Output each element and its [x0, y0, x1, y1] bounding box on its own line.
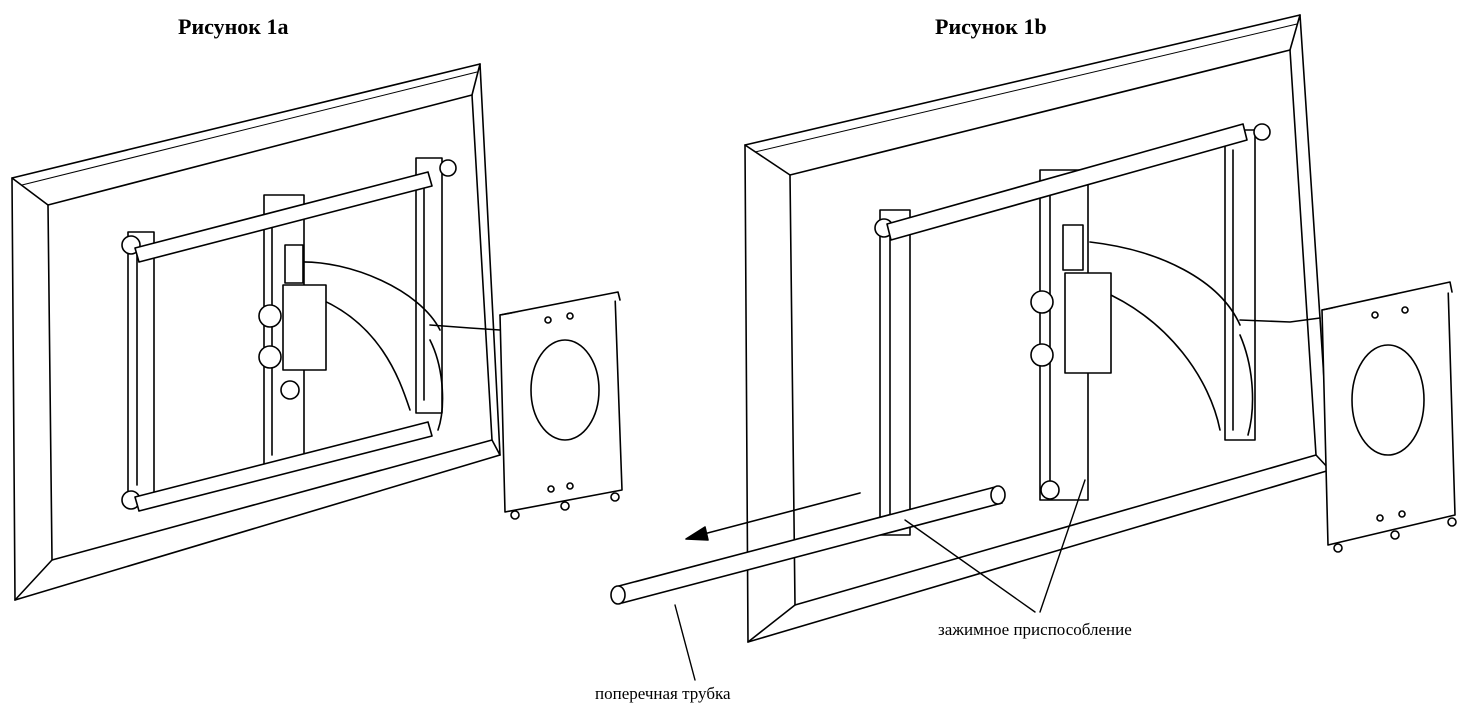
- cross-tube-label: поперечная трубка: [595, 684, 731, 703]
- vertical-rail-left-b: [875, 210, 910, 535]
- clamp-label: зажимное приспособление: [938, 620, 1132, 639]
- cross-tubes-a: [135, 172, 432, 511]
- arm-b: [1063, 225, 1320, 435]
- figure-1b-title: Рисунок 1b: [935, 14, 1047, 39]
- cross-tube-top-b: [887, 124, 1247, 240]
- vertical-rail-right-a: [416, 158, 456, 413]
- vertical-rail-left-a: [122, 232, 154, 509]
- callout-leaders: [675, 480, 1085, 680]
- removal-arrow: [686, 493, 860, 540]
- removed-cross-tube: [611, 486, 1005, 604]
- figure-1b: [611, 15, 1456, 680]
- tv-panel-a: [12, 64, 500, 600]
- vertical-rail-right-b: [1225, 124, 1270, 440]
- arm-a: [283, 245, 500, 430]
- figure-1a: [12, 64, 622, 600]
- tv-plate-b: [1322, 282, 1456, 552]
- figure-1a-title: Рисунок 1a: [178, 14, 289, 39]
- tv-plate-a: [500, 292, 622, 519]
